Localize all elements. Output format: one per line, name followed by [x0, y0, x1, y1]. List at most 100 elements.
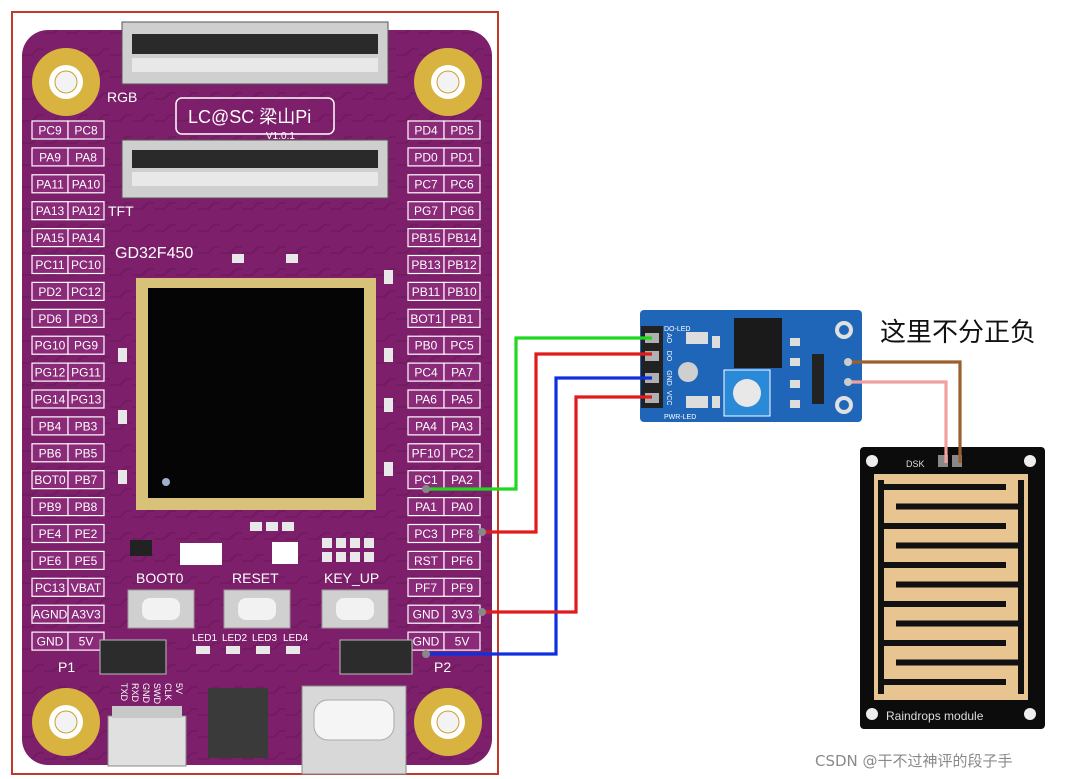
right-pin-rst: RST: [407, 550, 445, 571]
pin-label: PA6: [415, 393, 437, 407]
pin-label: PD4: [414, 124, 438, 138]
pin-label: PB15: [411, 231, 441, 245]
logo: LC@SC 梁山Pi V1.0.1: [175, 97, 335, 142]
left-pin-pd6: PD6: [31, 308, 69, 328]
plate-label: Raindrops module: [886, 709, 984, 723]
diode-right: [339, 639, 413, 675]
left-pin-pb4: PB4: [31, 416, 69, 436]
wire-endpoints: [422, 358, 852, 658]
pin-label: PD2: [38, 285, 62, 299]
left-pin-pc9: PC9: [31, 120, 69, 140]
right-pin-pf7: PF7: [407, 577, 445, 597]
left-pin-pb5: PB5: [67, 443, 105, 463]
right-pin-pb12: PB12: [443, 254, 481, 275]
pin-label: PB4: [39, 419, 62, 433]
right-pin-pa5: PA5: [443, 389, 481, 409]
pin-label: PB8: [75, 500, 98, 514]
right-pin-pb11: PB11: [407, 281, 445, 301]
pin-label: PA15: [36, 231, 65, 245]
version-label: V1.0.1: [266, 131, 295, 142]
pin-label: PA12: [72, 204, 101, 218]
pin-label: PA10: [72, 177, 101, 191]
wire-ao-pc1: [426, 336, 652, 491]
right-pin-pa1: PA1: [407, 497, 445, 517]
pin-label: PF7: [415, 581, 437, 595]
right-pin-pc3: PC3: [407, 523, 445, 544]
pin-label: PE2: [75, 527, 98, 541]
pin-label: PD6: [38, 312, 62, 326]
pin-label: PG7: [414, 204, 438, 218]
pin-label: PF10: [412, 446, 441, 460]
left-pin-pa14: PA14: [67, 228, 105, 248]
plate-trace: [878, 480, 884, 694]
pin-label: GND: [37, 635, 64, 649]
plate-trace: [1018, 480, 1024, 694]
left-pin-pg11: PG11: [67, 362, 105, 382]
pin-label: PG13: [71, 393, 102, 407]
left-pin-pb7: PB7: [67, 470, 105, 490]
left-pin-a3v3: A3V3: [67, 604, 105, 624]
right-pin-pc4: PC4: [407, 362, 445, 382]
pin-label: PA5: [451, 393, 473, 407]
pin-label: PA13: [36, 204, 65, 218]
debug-pin-gnd: GND: [141, 683, 151, 704]
pin-label: PD0: [414, 150, 438, 164]
left-pin-bot0: BOT0: [31, 470, 69, 490]
rgb-label: RGB: [107, 89, 137, 105]
pin-label: PF6: [451, 554, 473, 568]
pin-label: PG9: [74, 339, 98, 353]
pin-label: PG14: [35, 393, 66, 407]
right-pin-bot1: BOT1: [407, 308, 445, 328]
debug-pin-rxd: RXD: [130, 683, 140, 703]
wire-vcc-3v3: [482, 395, 652, 614]
pin-label: PA8: [75, 150, 97, 164]
p2-label: P2: [434, 659, 451, 675]
left-pin-pa12: PA12: [67, 201, 105, 221]
pin-label: RST: [414, 554, 439, 568]
pin-label: PB11: [412, 285, 441, 299]
rain-plate: DSK Raindrops module: [860, 447, 1045, 729]
pin-label: PB5: [75, 446, 98, 460]
pin-label: 5V: [455, 635, 470, 649]
left-pin-pe6: PE6: [31, 550, 69, 571]
pin-label: PB1: [451, 312, 474, 326]
usb-chip: [208, 688, 268, 758]
debug-pin-swd: SWD: [152, 683, 162, 704]
right-pin-pb15: PB15: [407, 228, 445, 248]
pin-label: PB10: [447, 285, 477, 299]
left-pin-pa8: PA8: [67, 147, 105, 167]
right-pin-pd1: PD1: [443, 147, 481, 167]
pin-label: AGND: [33, 608, 68, 622]
left-pin-vbat: VBAT: [67, 577, 105, 597]
right-pin-3v3: 3V3: [443, 604, 481, 624]
pin-label: PB7: [75, 473, 98, 487]
right-pin-pd5: PD5: [443, 120, 481, 140]
right-pin-pf8: PF8: [443, 523, 481, 544]
left-pin-pa9: PA9: [31, 147, 69, 167]
pin-label: BOT0: [34, 473, 66, 487]
pin-label: PA3: [451, 419, 473, 433]
right-pin-pa0: PA0: [443, 497, 481, 517]
sensor-pin-label: GND: [665, 370, 672, 386]
pin-label: PA0: [451, 500, 473, 514]
pin-label: PF8: [451, 527, 473, 541]
left-pin-pc12: PC12: [67, 281, 105, 301]
right-pin-pf6: PF6: [443, 550, 481, 571]
left-pin-pa11: PA11: [31, 174, 69, 194]
left-pin-pc8: PC8: [67, 120, 105, 140]
left-pin-pa15: PA15: [31, 228, 69, 248]
pin-label: PC2: [450, 446, 474, 460]
left-pin-pc13: PC13: [31, 577, 69, 597]
led4-label: LED4: [283, 633, 308, 644]
right-pin-pc2: PC2: [443, 443, 481, 463]
right-pin-5v: 5V: [443, 631, 481, 651]
pin-label: PA2: [451, 473, 473, 487]
pin-label: BOT1: [410, 312, 442, 326]
pin-label: PE6: [39, 554, 62, 568]
plate-trace: [896, 542, 1018, 549]
wires: [426, 336, 962, 656]
